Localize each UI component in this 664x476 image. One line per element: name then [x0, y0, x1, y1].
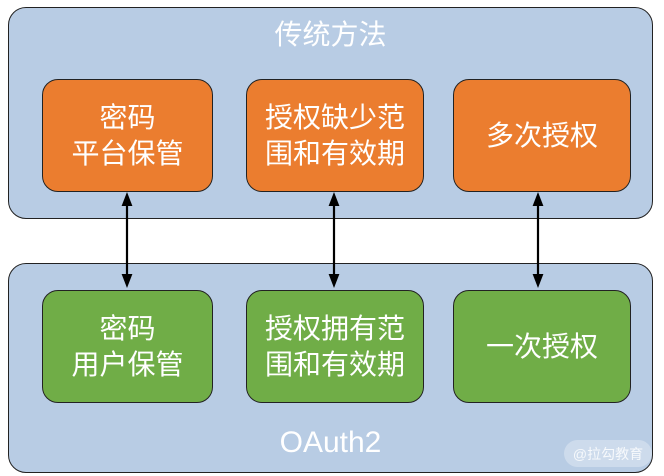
panel-oauth2-title: OAuth2: [279, 426, 382, 459]
double-arrow-icon: [328, 192, 340, 288]
double-arrow-icon: [532, 192, 544, 288]
node-multiple-authorization: 多次授权: [453, 79, 631, 192]
node-auth-has-scope: 授权拥有范 围和有效期: [246, 290, 424, 403]
panel-traditional-title: 传统方法: [274, 19, 387, 50]
panel-traditional: 传统方法 密码 平台保管 授权缺少范 围和有效期 多次授权: [8, 7, 653, 219]
node-label: 密码 平台保管: [71, 101, 184, 169]
panel-oauth2: OAuth2 密码 用户保管 授权拥有范 围和有效期 一次授权: [8, 263, 653, 473]
watermark-badge: @拉勾教育: [564, 440, 652, 467]
node-password-platform: 密码 平台保管: [42, 79, 213, 192]
node-label: 授权缺少范 围和有效期: [264, 101, 405, 169]
node-single-authorization: 一次授权: [453, 290, 631, 403]
node-label: 多次授权: [485, 119, 598, 151]
node-label: 一次授权: [485, 330, 598, 362]
node-auth-lacks-scope: 授权缺少范 围和有效期: [246, 79, 424, 192]
double-arrow-icon: [121, 192, 133, 288]
node-password-user: 密码 用户保管: [42, 290, 213, 403]
node-label: 授权拥有范 围和有效期: [264, 312, 405, 380]
node-label: 密码 用户保管: [71, 312, 184, 380]
